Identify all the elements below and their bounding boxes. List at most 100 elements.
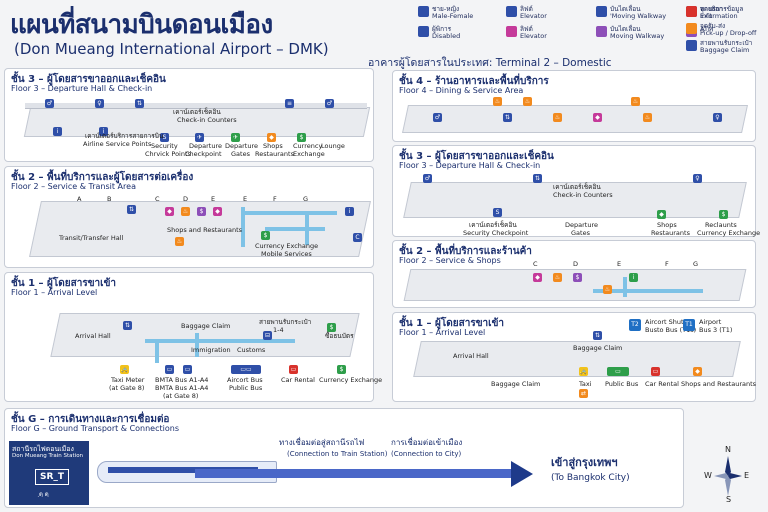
shops-icon: ◆ bbox=[593, 113, 602, 122]
zone-e2: E bbox=[243, 195, 248, 203]
zone-c: C bbox=[155, 195, 160, 203]
t2-zone-d: D bbox=[573, 260, 579, 268]
legend-label-en: Moving Walkway bbox=[610, 32, 665, 40]
t2-zone-f: F bbox=[665, 260, 669, 268]
restaurant-icon: ♨ bbox=[553, 273, 562, 282]
shops-icon: ◆ bbox=[657, 210, 666, 219]
legend-label-th: ทางออก bbox=[700, 5, 723, 13]
walkway-path bbox=[305, 215, 309, 245]
restaurant-icon: ♨ bbox=[643, 113, 652, 122]
t2-f3-departure: Departure bbox=[565, 221, 598, 229]
connection-line bbox=[195, 469, 511, 478]
walkway-path bbox=[155, 339, 159, 363]
walkway-path bbox=[241, 211, 337, 215]
station-name-en: Don Mueang Train Station bbox=[12, 453, 84, 459]
t2-f3-checkin-th2: เคาน์เตอร์เช็คอิน bbox=[469, 221, 517, 229]
ground-panel: ชั้น G – การเดินทางและการเชื่อมต่อ Floor… bbox=[4, 408, 684, 508]
t1-f3-security: Security bbox=[151, 142, 178, 150]
moving-walkway-icon: ≡ bbox=[285, 99, 294, 108]
station-name-th: สถานีรถไฟดอนเมือง bbox=[12, 445, 74, 453]
restroom-icon: ♂ bbox=[325, 99, 334, 108]
t2-zone-c: C bbox=[533, 260, 538, 268]
restroom-icon: ♂ bbox=[423, 174, 432, 183]
elevator-icon: ⇅ bbox=[135, 99, 144, 108]
legend-label-th: ลิฟต์ bbox=[520, 25, 533, 33]
legend-label-en: Baggage Claim bbox=[700, 46, 750, 54]
bus-icon: ▭ bbox=[165, 365, 174, 374]
t2-f1-baggage2: Baggage Claim bbox=[491, 380, 541, 388]
t2-floor2-panel: ชั้น 2 – พื้นที่บริการและร้านค้า Floor 2… bbox=[392, 240, 756, 308]
t1-f1-bmta2: BMTA Bus A1-A4 bbox=[155, 384, 209, 392]
restroom-icon: ♂ bbox=[433, 113, 442, 122]
restroom-icon: ♀ bbox=[693, 174, 702, 183]
t2-f1-carrental: Car Rental bbox=[645, 380, 679, 388]
aircort-bus-icon: ▭▭ bbox=[231, 365, 261, 374]
currency-exchange-icon: $ bbox=[719, 210, 728, 219]
t1-f3-checkpoint: Checkpoint bbox=[185, 150, 222, 158]
restroom-icon bbox=[418, 6, 429, 17]
t1-f1-taxi: Taxi Meter bbox=[111, 376, 145, 384]
moving-walkway-alt-icon bbox=[596, 26, 607, 37]
t1-f1-carrental: Car Rental bbox=[281, 376, 315, 384]
zone-f: F bbox=[273, 195, 277, 203]
compass-rose-icon bbox=[714, 456, 742, 496]
information-icon: i bbox=[629, 273, 638, 282]
city-link-th: การเชื่อมต่อเข้าเมือง bbox=[391, 438, 463, 447]
legend-label: ATM bbox=[700, 26, 714, 33]
t2-f3-reclaunts: Reclaunts bbox=[705, 221, 737, 229]
train-link-en: (Connection to Train Station) bbox=[287, 450, 388, 458]
t2-f3-security: Security Checkpoint bbox=[463, 229, 529, 237]
currency-exchange-icon: $ bbox=[261, 231, 270, 240]
t1-floor3-subtitle: Floor 3 – Departure Hall & Check-in bbox=[11, 84, 153, 93]
elevator-icon: ⇅ bbox=[127, 205, 136, 214]
t1-f1-arrival: Arrival Hall bbox=[75, 332, 111, 340]
compass-e: E bbox=[744, 471, 750, 480]
t1-f3-restaurants: Restaurants bbox=[255, 150, 294, 158]
pickup-icon bbox=[686, 23, 697, 34]
t1-f3-currency: Currency bbox=[293, 142, 323, 150]
ground-title: ชั้น G – การเดินทางและการเชื่อมต่อ bbox=[11, 414, 170, 425]
restaurant-icon: ♨ bbox=[175, 237, 184, 246]
t1-f2-shops: Shops and Restaurants bbox=[167, 226, 243, 234]
t2-floor1-subtitle: Floor 1 – Arrival Level bbox=[399, 328, 486, 337]
restaurant-icon: ♨ bbox=[181, 207, 190, 216]
t2-f3-restaurants: Restaurants bbox=[651, 229, 690, 237]
bkk-en: (To Bangkok City) bbox=[551, 473, 630, 483]
t2-f3-checkin-th: เคาน์เตอร์เช็คอิน bbox=[553, 183, 601, 191]
currency-exchange-icon: $ bbox=[327, 323, 336, 332]
t1-f1-currency: Currency Exchange bbox=[319, 376, 383, 384]
elevator-icon: ⇅ bbox=[593, 331, 602, 340]
bus-icon: ▭ bbox=[183, 365, 192, 374]
walkway-path bbox=[145, 339, 295, 343]
t2-f3-shops: Shops bbox=[657, 221, 677, 229]
t2-shuttle-icon: T2 bbox=[629, 319, 641, 331]
t1-f1-belts: 1-4 bbox=[273, 326, 284, 334]
t1-f1-baggage-th: สายพานรับกระเป๋า bbox=[259, 318, 312, 326]
t1-f1-taxi-gate: (at Gate 8) bbox=[109, 384, 145, 392]
information-icon: C bbox=[353, 233, 362, 242]
restroom-icon: ♂ bbox=[45, 99, 54, 108]
security-icon: S bbox=[493, 208, 502, 217]
checkpoint-icon: ✈ bbox=[195, 133, 204, 142]
shops-icon: ◆ bbox=[693, 367, 702, 376]
zone-e: E bbox=[211, 195, 216, 203]
legend-item: บันไดเลื่อน'Moving Walkway bbox=[596, 6, 666, 20]
t2-f1-arrival: Arrival Hall bbox=[453, 352, 489, 360]
map-title: แผนที่สนามบินดอนเมือง bbox=[10, 10, 273, 40]
t1-shuttle-label: Airport bbox=[699, 318, 722, 326]
walkway-path bbox=[195, 333, 199, 357]
legend-label-en: Disabled bbox=[432, 32, 461, 40]
restroom-icon: ♀ bbox=[95, 99, 104, 108]
t1-shuttle-sub: Bus 3 (T1) bbox=[699, 326, 733, 334]
t1-floor2-panel: ชั้น 2 – พื้นที่บริการและผู้โดยสารต่อเคร… bbox=[4, 166, 374, 268]
t2-floor3-subtitle: Floor 3 – Departure Hall & Check-in bbox=[399, 161, 541, 170]
legend-item: ลิฟต์Elevator bbox=[506, 6, 547, 20]
information-icon: i bbox=[53, 127, 62, 136]
atm-icon: $ bbox=[573, 273, 582, 282]
t2-f1-shops: Shops and Restaurants bbox=[681, 380, 757, 388]
